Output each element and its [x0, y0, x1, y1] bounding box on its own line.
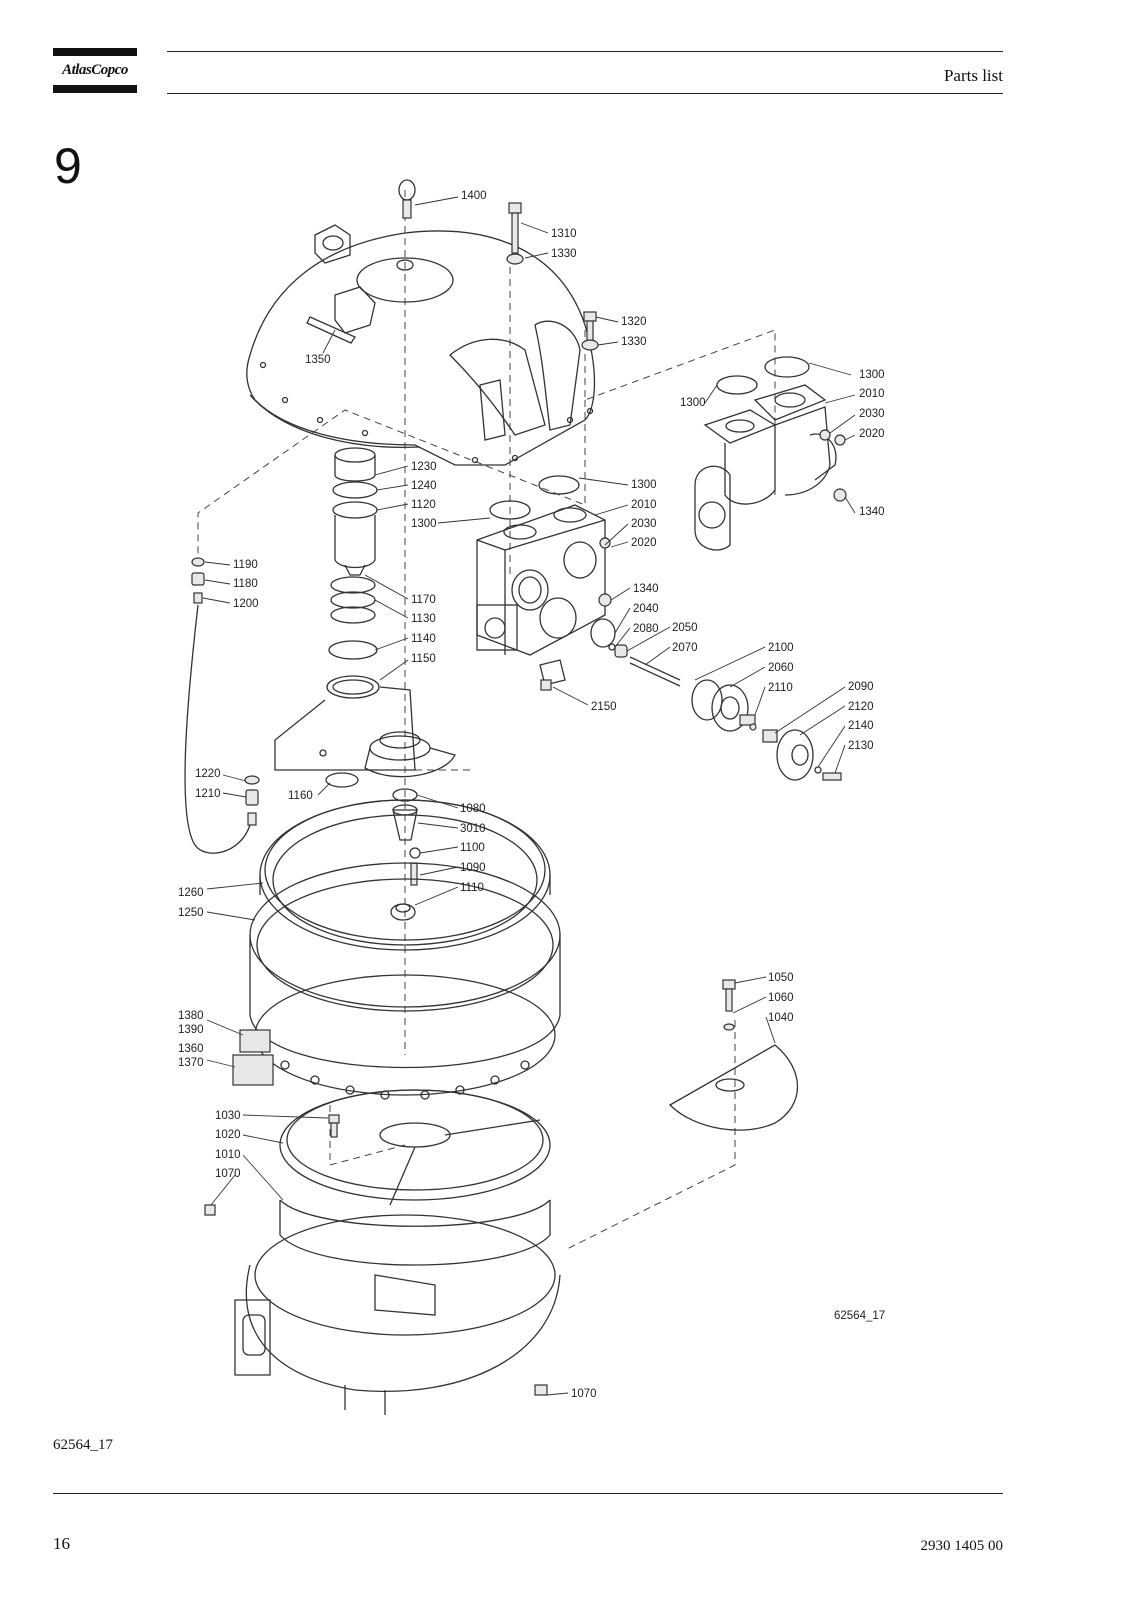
label-2020: 2020: [859, 428, 885, 440]
top-cover: [246, 224, 596, 466]
label-1200: 1200: [233, 598, 259, 610]
casing-rings: [232, 799, 561, 1100]
label-2010: 2010: [631, 499, 657, 511]
label-1130: 1130: [411, 613, 436, 625]
label-1080: 1080: [460, 803, 486, 815]
label-1070: 1070: [215, 1168, 241, 1180]
label-1010: 1010: [215, 1149, 241, 1161]
parts-drawing-svg: 1400 1310 1330 1320 1330 1350 1300 2010 …: [178, 179, 885, 1415]
footer-rule: [53, 1493, 1003, 1494]
label-1320: 1320: [621, 316, 647, 328]
label-1300: 1300: [680, 397, 706, 409]
impeller-shaft-group: [539, 618, 842, 781]
label-2100: 2100: [768, 642, 794, 654]
label-2080: 2080: [633, 623, 659, 635]
label-1300: 1300: [631, 479, 657, 491]
label-1340: 1340: [633, 583, 659, 595]
logo-bar-bottom: [53, 85, 137, 93]
pump-housing-middle: [476, 475, 612, 656]
label-1040: 1040: [768, 1012, 794, 1024]
cover-line: [564, 1020, 736, 1251]
label-1260: 1260: [178, 887, 204, 899]
lower-bolt-line: [329, 1105, 406, 1166]
logo-wordmark: AtlasCopco: [62, 62, 128, 78]
label-1250: 1250: [178, 907, 204, 919]
page-number: 16: [53, 1534, 70, 1553]
tubing-assembly: [184, 557, 260, 854]
label-1340: 1340: [859, 506, 885, 518]
pump-mount-line: [584, 329, 776, 495]
label-3010: 3010: [460, 823, 486, 835]
document-number: 2930 1405 00: [920, 1538, 1004, 1554]
label-1330: 1330: [551, 248, 577, 260]
label-2120: 2120: [848, 701, 874, 713]
label-2110: 2110: [768, 682, 793, 694]
label-1210: 1210: [195, 788, 221, 800]
label-2070: 2070: [672, 642, 698, 654]
label-1160: 1160: [288, 790, 313, 802]
label-1190: 1190: [233, 559, 258, 571]
label-2010: 2010: [859, 388, 885, 400]
label-1380: 1380: [178, 1010, 204, 1022]
header-rule-top: [167, 51, 1003, 52]
label-2060: 2060: [768, 662, 794, 674]
part-callouts: 1400 1310 1330 1320 1330 1350 1300 2010 …: [178, 190, 885, 1400]
footer-figure-code: 62564_17: [53, 1437, 113, 1453]
label-1330: 1330: [621, 336, 647, 348]
label-1220: 1220: [195, 768, 221, 780]
pump-housing-upper: [694, 356, 847, 551]
label-1360: 1360: [178, 1043, 204, 1055]
label-1140: 1140: [411, 633, 436, 645]
label-1180: 1180: [233, 578, 258, 590]
cover-plate: [668, 979, 798, 1131]
section-number: 9: [54, 138, 82, 194]
label-2150: 2150: [591, 701, 617, 713]
label-1240: 1240: [411, 480, 437, 492]
logo-bar-top: [53, 48, 137, 56]
label-1170: 1170: [411, 594, 436, 606]
label-1370: 1370: [178, 1057, 204, 1069]
label-1090: 1090: [460, 862, 486, 874]
label-1300: 1300: [859, 369, 885, 381]
bolt-1320: [581, 311, 599, 351]
atlas-copco-logo: AtlasCopco: [53, 48, 137, 93]
header-section-title: Parts list: [943, 66, 1003, 85]
label-1150: 1150: [411, 653, 436, 665]
label-2090: 2090: [848, 681, 874, 693]
label-1110: 1110: [460, 882, 484, 894]
label-1230: 1230: [411, 461, 437, 473]
label-2030: 2030: [859, 408, 885, 420]
label-2050: 2050: [672, 622, 698, 634]
label-1100: 1100: [460, 842, 485, 854]
label-2030: 2030: [631, 518, 657, 530]
exploded-parts-drawing: 1400 1310 1330 1320 1330 1350 1300 2010 …: [175, 175, 905, 1430]
label-1050: 1050: [768, 972, 794, 984]
label-1060: 1060: [768, 992, 794, 1004]
label-2140: 2140: [848, 720, 874, 732]
header-rule-bottom: [167, 93, 1003, 94]
label-1300: 1300: [411, 518, 437, 530]
label-1310: 1310: [551, 228, 577, 240]
bottom-housing: [204, 1204, 561, 1415]
tube-route-line: [197, 400, 586, 555]
label-1400: 1400: [461, 190, 487, 202]
label-1120: 1120: [411, 499, 436, 511]
label-1070: 1070: [571, 1388, 597, 1400]
label-1350: 1350: [305, 354, 331, 366]
seal-stack: [274, 447, 456, 921]
label-1390: 1390: [178, 1024, 204, 1036]
inner-spider-ring: [279, 1089, 551, 1206]
label-2040: 2040: [633, 603, 659, 615]
bolt-1310: [506, 202, 524, 265]
label-2130: 2130: [848, 740, 874, 752]
drawing-code: 62564_17: [834, 1310, 885, 1322]
label-1030: 1030: [215, 1110, 241, 1122]
leader-lines: [202, 196, 856, 1396]
eye-bolt: [398, 179, 416, 219]
label-2020: 2020: [631, 537, 657, 549]
label-1020: 1020: [215, 1129, 241, 1141]
